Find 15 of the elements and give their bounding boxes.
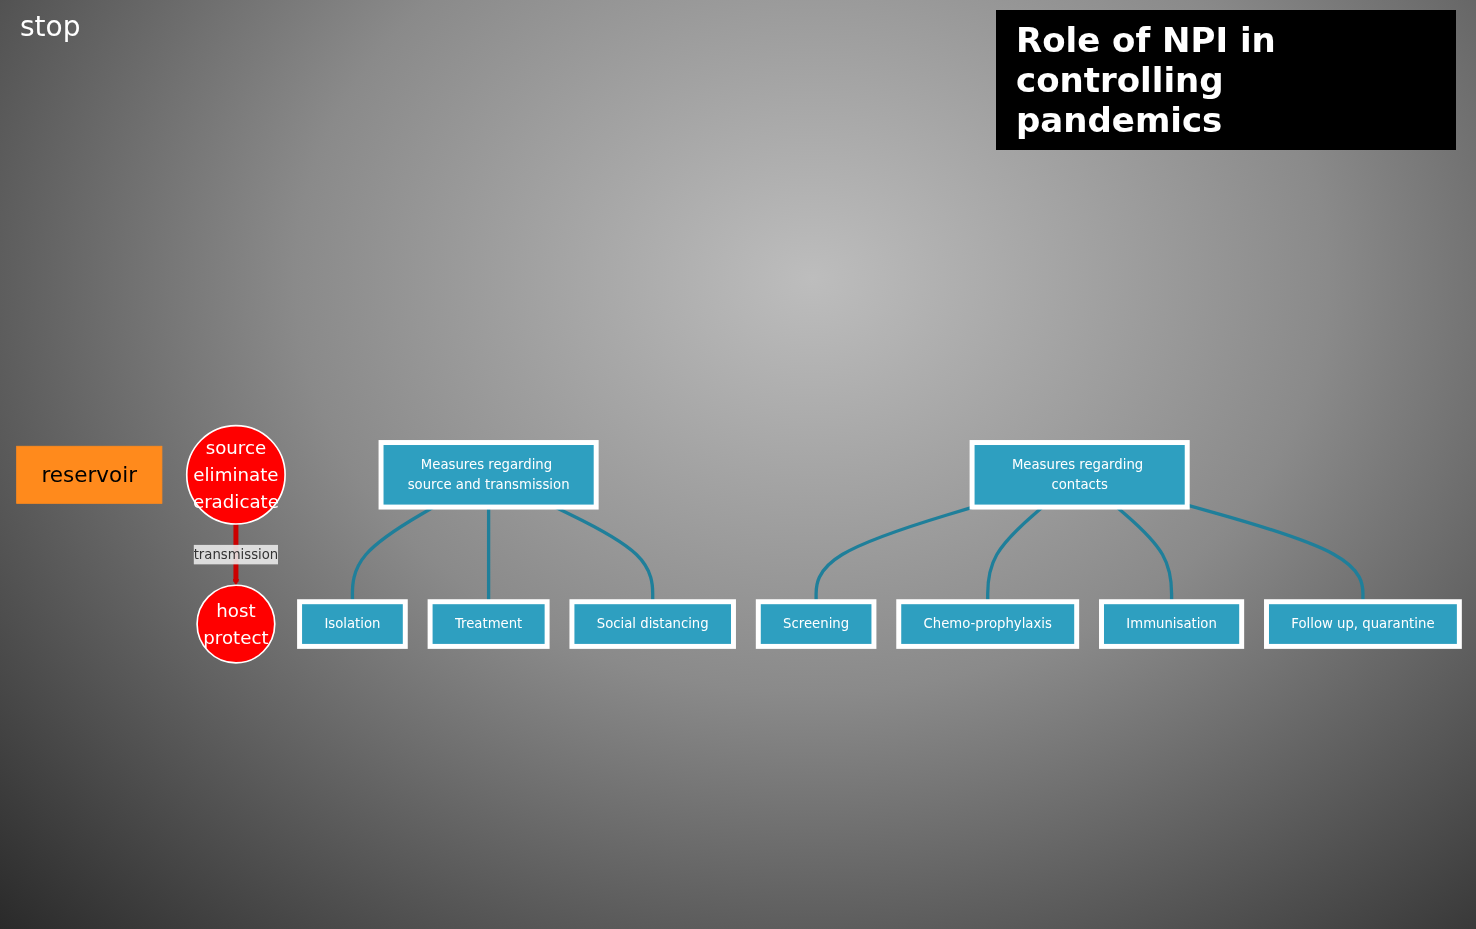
title: Role of NPI in controlling pandemics	[996, 10, 1456, 150]
edge-label: transmission	[193, 546, 279, 563]
node-box: Immunisation	[1099, 599, 1245, 650]
node-box: Screening	[755, 599, 877, 650]
note-text: stop	[20, 10, 81, 43]
node-box: Treatment	[427, 599, 550, 650]
node-box: reservoir	[16, 446, 163, 504]
node-box: Measures regarding source and transmission	[378, 440, 599, 510]
node-circle: source eliminate eradicate	[185, 425, 286, 526]
node-box: Social distancing	[569, 599, 736, 650]
node-box: Isolation	[297, 599, 408, 650]
node-box: Measures regarding contacts	[969, 440, 1190, 510]
node-box: Follow up, quarantine	[1264, 599, 1462, 650]
node-circle: host protect	[196, 584, 276, 664]
node-box: Chemo-prophylaxis	[896, 599, 1080, 650]
